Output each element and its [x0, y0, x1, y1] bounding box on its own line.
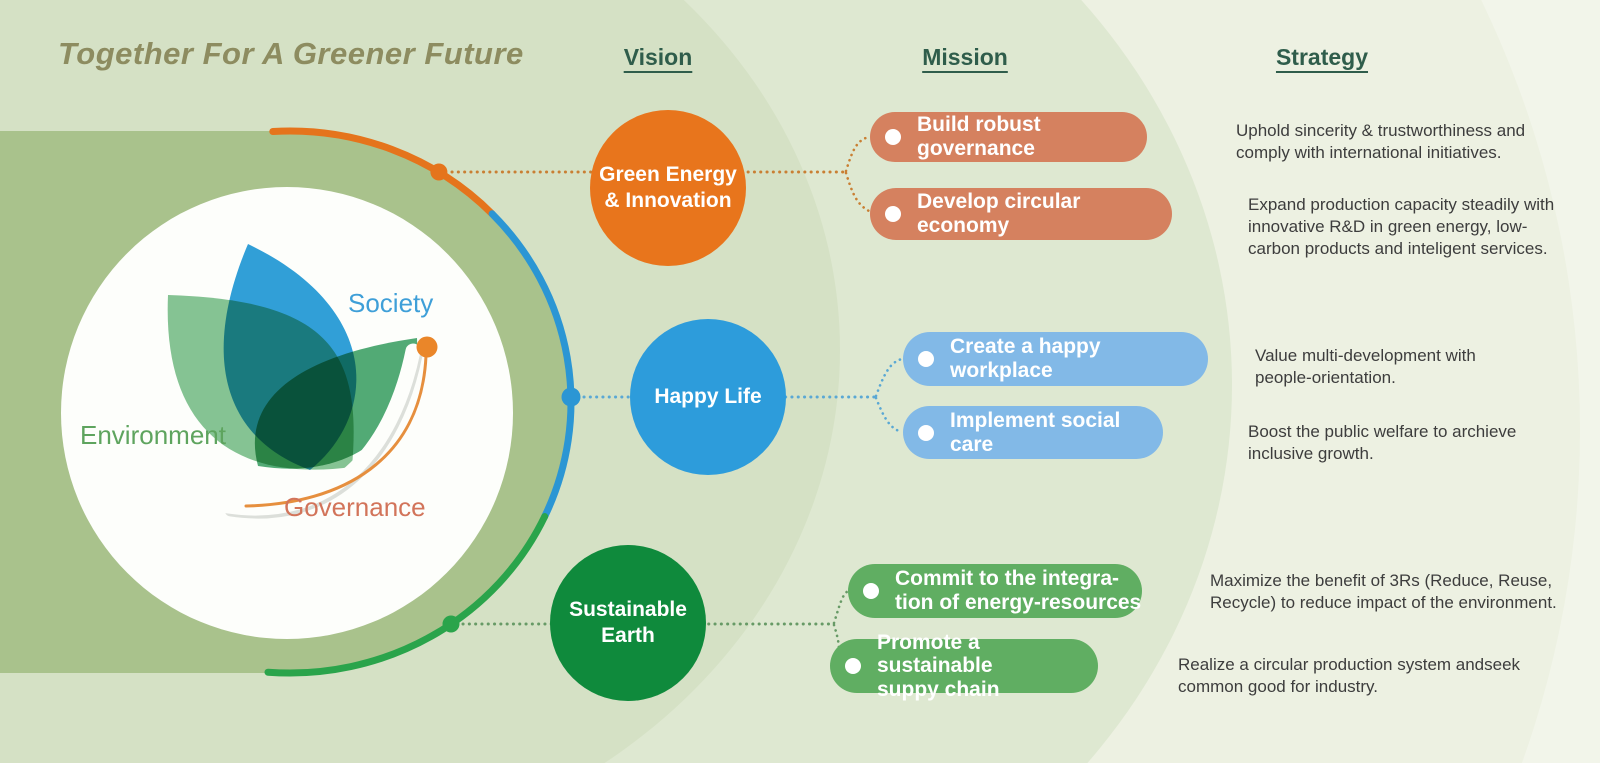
- ring-arc-orange: [269, 127, 496, 218]
- branch-blue-down: [874, 396, 904, 434]
- strategy-paragraph: Expand production capacity steadily with…: [1248, 195, 1555, 258]
- mission-pill: Develop circular economy: [870, 188, 1172, 240]
- mission-pill-label: Promote a sustainable suppy chain: [877, 630, 1000, 701]
- logo-label-society: Society: [348, 288, 434, 318]
- swoosh-white: [220, 343, 421, 516]
- mission-pill: Build robust governance: [870, 112, 1147, 162]
- vision-circle-green-energy: Green Energy & Innovation: [590, 110, 746, 266]
- mission-pill-label: Commit to the integra- tion of energy-re…: [895, 567, 1142, 614]
- bullet-icon: [863, 583, 879, 599]
- column-header-strategy: Strategy: [1275, 44, 1369, 70]
- mission-pill: Implement social care: [903, 406, 1163, 459]
- strategy-paragraph: Uphold sincerity & trustworthiness and c…: [1236, 121, 1526, 162]
- column-header-vision: Vision: [623, 44, 693, 70]
- ring-dot-blue: [561, 387, 581, 407]
- bullet-icon: [885, 129, 901, 145]
- ring-arc-green: [264, 513, 549, 677]
- mission-pill-label: Create a happy workplace: [950, 335, 1101, 382]
- logo-label-environment: Environment: [80, 420, 226, 450]
- vision-circle-happy-life: Happy Life: [630, 319, 786, 475]
- logo-label-governance: Governance: [284, 492, 426, 522]
- mission-pill: Promote a sustainable suppy chain: [830, 631, 1098, 701]
- column-header-mission: Mission: [922, 44, 1008, 70]
- page-title: Together For A Greener Future: [58, 36, 524, 71]
- bullet-icon: [918, 424, 934, 441]
- strategy-paragraph: Boost the public welfare to archieve inc…: [1248, 422, 1517, 463]
- ring-arc-blue: [488, 210, 575, 520]
- mission-pill-label: Build robust governance: [917, 113, 1041, 160]
- governance-ball-icon: [416, 336, 438, 358]
- strategy-paragraph: Realize a circular production system and…: [1178, 655, 1521, 696]
- governance-stem-curve: [244, 354, 428, 508]
- bullet-icon: [918, 351, 934, 367]
- mission-pill: Create a happy workplace: [903, 332, 1208, 386]
- ring-dot-orange: [430, 163, 448, 181]
- bullet-icon: [885, 206, 901, 222]
- mission-pill-label: Develop circular economy: [917, 190, 1081, 237]
- mission-pill-label: Implement social care: [950, 408, 1121, 456]
- branch-orange-down: [844, 171, 871, 213]
- mission-pill: Commit to the integra- tion of energy-re…: [848, 564, 1142, 618]
- vision-circle-sustainable-earth: Sustainable Earth: [550, 545, 706, 701]
- strategy-paragraph: Maximize the benefit of 3Rs (Reduce, Reu…: [1210, 571, 1557, 612]
- branch-orange-up: [844, 135, 871, 173]
- branch-green-up: [832, 589, 850, 625]
- strategy-paragraph: Value multi-development with people-orie…: [1255, 346, 1476, 387]
- ring-dot-green: [442, 615, 460, 633]
- branch-blue-up: [874, 357, 904, 398]
- bullet-icon: [845, 658, 861, 674]
